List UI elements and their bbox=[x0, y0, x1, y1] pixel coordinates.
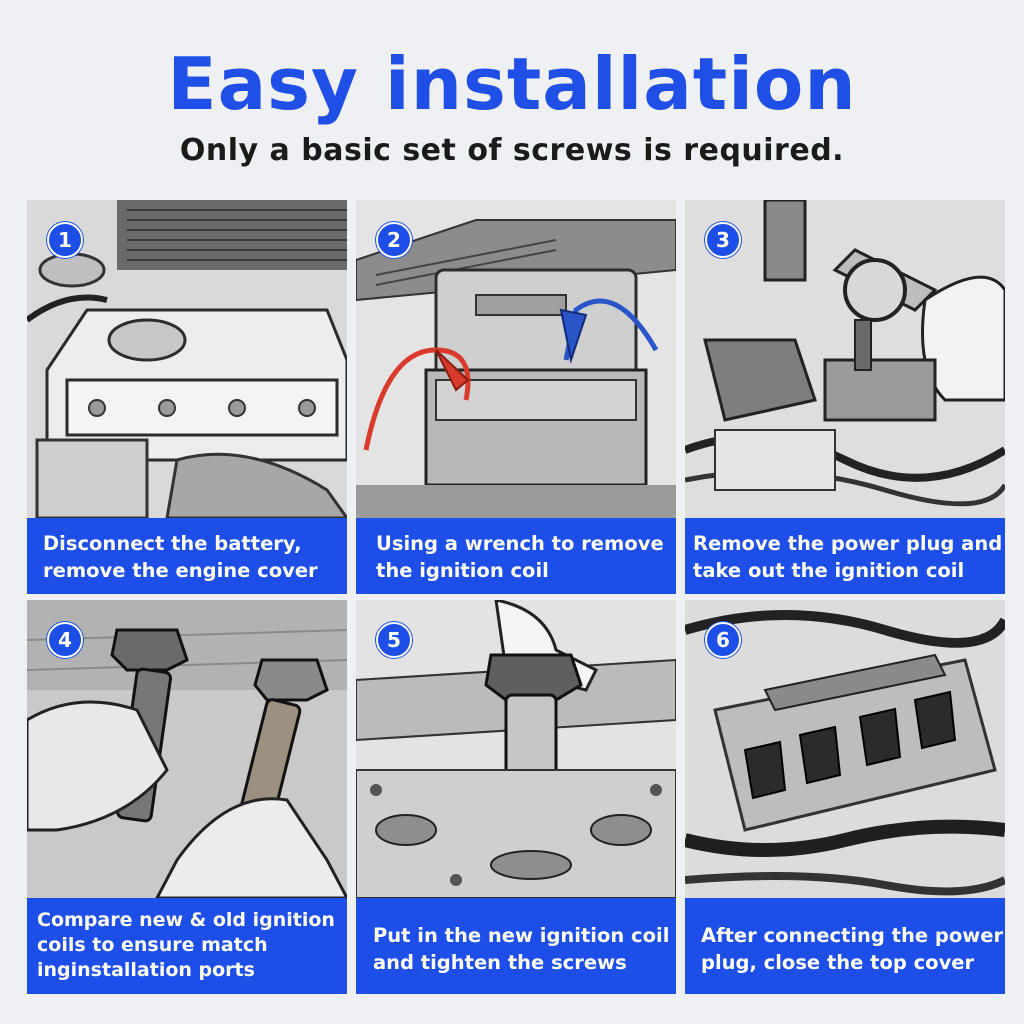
step-number-badge: 6 bbox=[705, 622, 741, 658]
step-card-4: 4 Compare new & old ignition coils to en… bbox=[27, 600, 347, 994]
step-caption: Remove the power plug and take out the i… bbox=[685, 518, 1005, 594]
caption-line: remove the engine cover bbox=[43, 559, 318, 582]
step-card-6: 6 After connecting the power plug, close… bbox=[685, 600, 1005, 994]
page-title: Easy installation bbox=[167, 42, 857, 126]
caption-line: the ignition coil bbox=[376, 559, 549, 582]
step-number-badge: 2 bbox=[376, 222, 412, 258]
step-caption: After connecting the power plug, close t… bbox=[685, 898, 1005, 994]
step-card-3: 3 Remove the power plug and take out the… bbox=[685, 200, 1005, 594]
wrench-illustration bbox=[685, 200, 1005, 518]
step-number-badge: 3 bbox=[705, 222, 741, 258]
step-card-2: 2 Using a wrench to remove the ignition … bbox=[356, 200, 676, 594]
caption-line: Remove the power plug and bbox=[693, 532, 1003, 555]
caption-line: Put in the new ignition coil bbox=[373, 924, 670, 947]
caption-line: and tighten the screws bbox=[373, 951, 627, 974]
battery-illustration bbox=[356, 200, 676, 518]
ignition-coil-illustration bbox=[27, 600, 347, 898]
step-card-1: 1 Disconnect the battery, remove the eng… bbox=[27, 200, 347, 594]
caption-line: Using a wrench to remove bbox=[376, 532, 664, 555]
step-card-5: 5 Put in the new ignition coil and tight… bbox=[356, 600, 676, 994]
step-number-badge: 1 bbox=[47, 222, 83, 258]
caption-line: After connecting the power bbox=[701, 924, 1004, 947]
step-number-badge: 5 bbox=[376, 622, 412, 658]
caption-line: take out the ignition coil bbox=[693, 559, 965, 582]
coil-pack-illustration bbox=[685, 600, 1005, 898]
caption-line: Disconnect the battery, bbox=[43, 532, 302, 555]
step-caption: Using a wrench to remove the ignition co… bbox=[356, 518, 676, 594]
step-number-badge: 4 bbox=[47, 622, 83, 658]
step-caption: Compare new & old ignition coils to ensu… bbox=[27, 898, 347, 994]
caption-line: Compare new & old ignition bbox=[37, 909, 335, 931]
caption-line: plug, close the top cover bbox=[701, 951, 975, 974]
step-caption: Put in the new ignition coil and tighten… bbox=[356, 898, 676, 994]
coil-install-illustration bbox=[356, 600, 676, 898]
caption-line: coils to ensure match bbox=[37, 934, 268, 956]
page-subtitle: Only a basic set of screws is required. bbox=[179, 133, 845, 168]
step-caption: Disconnect the battery, remove the engin… bbox=[27, 518, 347, 594]
engine-illustration bbox=[27, 200, 347, 518]
caption-line: inginstallation ports bbox=[37, 959, 255, 981]
